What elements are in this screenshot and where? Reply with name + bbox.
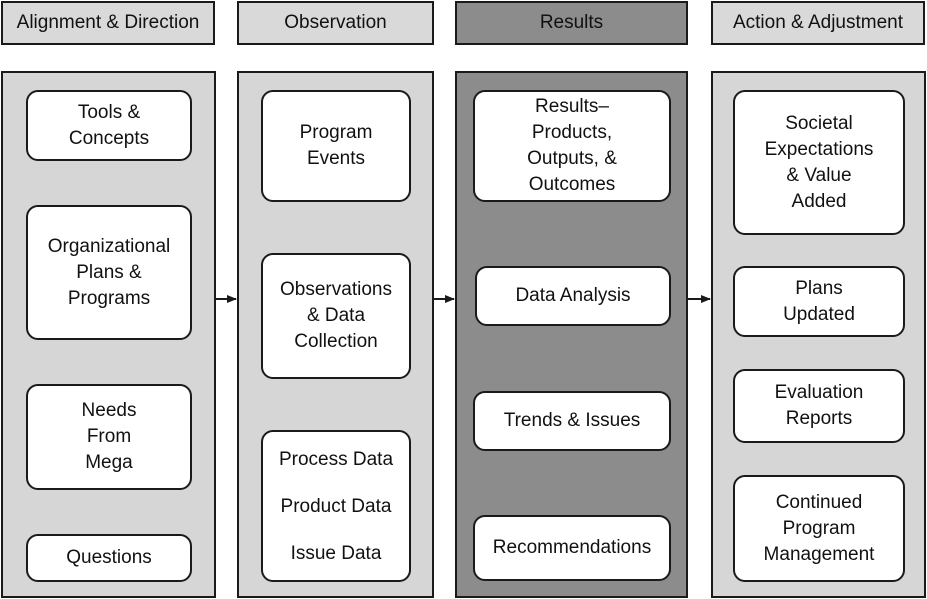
box-societal-expectations: Societal Expectations & Value Added (733, 90, 905, 235)
box-tools-concepts: Tools & Concepts (26, 90, 192, 161)
box-evaluation-reports: Evaluation Reports (733, 369, 905, 443)
box-needs-from-mega: Needs From Mega (26, 384, 192, 490)
header-alignment-direction: Alignment & Direction (1, 1, 215, 45)
panel-action-adjustment: Societal Expectations & Value Added Plan… (711, 71, 926, 598)
box-recommendations: Recommendations (473, 515, 671, 581)
header-action-adjustment: Action & Adjustment (711, 1, 925, 45)
box-questions: Questions (26, 534, 192, 582)
panel-observation: Program Events Observations & Data Colle… (237, 71, 434, 598)
panel-alignment-direction: Tools & Concepts Organizational Plans & … (1, 71, 216, 598)
header-results: Results (455, 1, 688, 45)
box-observations-data-collection: Observations & Data Collection (261, 253, 411, 379)
box-continued-program-management: Continued Program Management (733, 475, 905, 582)
box-program-events: Program Events (261, 90, 411, 202)
process-data-label: Process Data (278, 448, 394, 470)
box-organizational-plans: Organizational Plans & Programs (26, 205, 192, 340)
box-data-types: Process Data Product Data Issue Data (261, 430, 411, 582)
box-plans-updated: Plans Updated (733, 266, 905, 337)
panel-results: Results– Products, Outputs, & Outcomes D… (455, 71, 688, 598)
header-observation: Observation (237, 1, 434, 45)
issue-data-label: Issue Data (290, 542, 382, 564)
product-data-label: Product Data (280, 495, 392, 517)
box-data-analysis: Data Analysis (475, 266, 671, 326)
box-results-products-outputs: Results– Products, Outputs, & Outcomes (473, 90, 671, 202)
box-trends-issues: Trends & Issues (473, 391, 671, 451)
